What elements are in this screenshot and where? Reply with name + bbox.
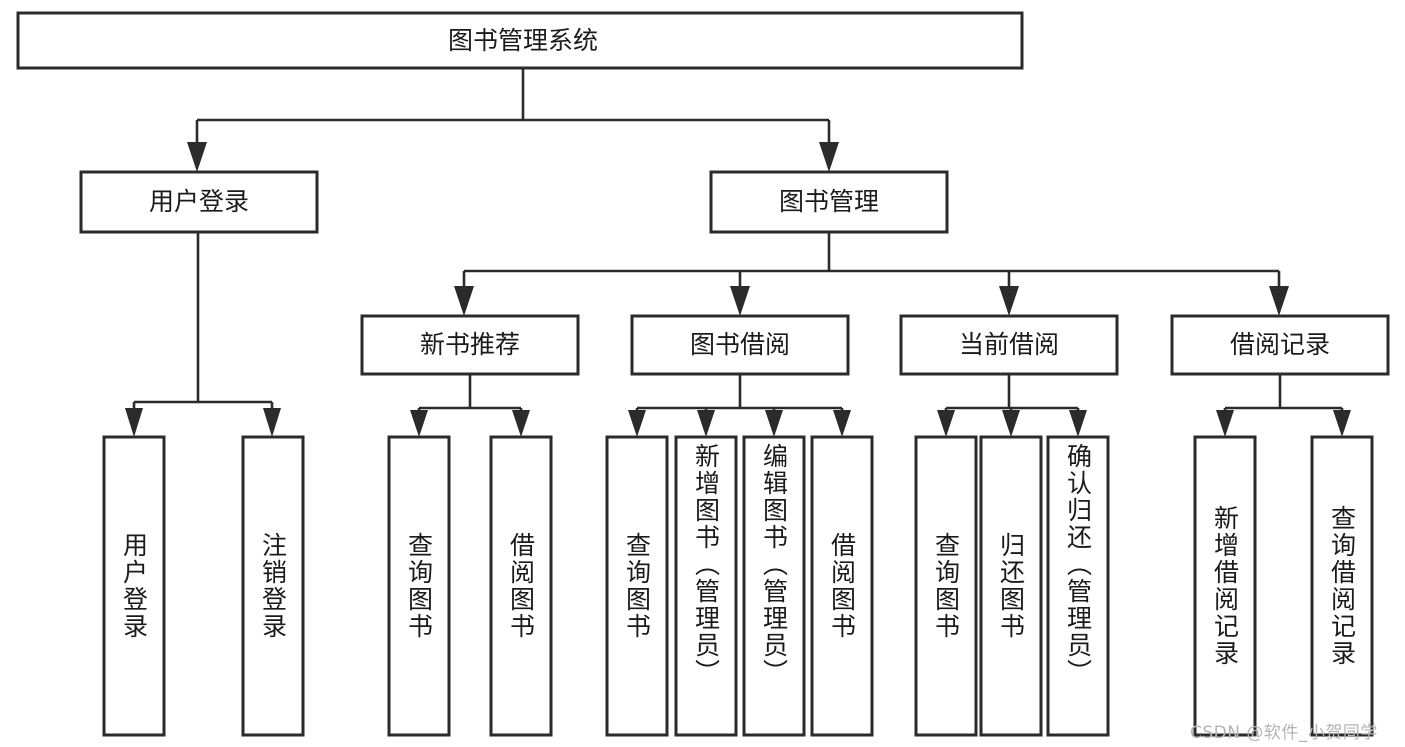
node-new-book-recommend-box[interactable] [360, 314, 580, 376]
leaf-box-user-login[interactable] [102, 435, 166, 737]
leaf-box-add-borrow-record[interactable] [1193, 435, 1257, 737]
leaf-box-confirm-return-admin[interactable] [1046, 435, 1110, 737]
node-new-book-recommend-label: 新书推荐 [420, 330, 520, 359]
node-book-borrow[interactable]: 图书借阅 [630, 314, 850, 376]
arrow-head-icon [765, 410, 783, 437]
node-book-borrow-box[interactable] [630, 314, 850, 376]
node-user-login-box[interactable] [79, 170, 319, 234]
leaf-box-borrow-book-1[interactable] [489, 435, 553, 737]
connector-userlogin-to-leaves [125, 232, 281, 437]
arrow-head-icon [1216, 410, 1234, 437]
arrow-head-icon [263, 408, 281, 437]
leaf-box-query-borrow-record[interactable] [1310, 435, 1374, 737]
node-current-borrow-label: 当前借阅 [959, 330, 1059, 359]
connector-newbook-to-leaves [410, 374, 530, 437]
leaf-box-query-book-3[interactable] [914, 435, 978, 737]
arrow-head-icon [512, 410, 530, 437]
arrow-head-icon [1002, 410, 1020, 437]
arrow-head-icon [125, 408, 143, 437]
leaf-box-borrow-book-2[interactable] [810, 435, 874, 737]
arrow-head-icon [937, 410, 955, 437]
node-root-box[interactable] [16, 11, 1024, 70]
node-current-borrow[interactable]: 当前借阅 [899, 314, 1119, 376]
arrow-head-icon [410, 410, 428, 437]
node-new-book-recommend[interactable]: 新书推荐 [360, 314, 580, 376]
node-user-login[interactable]: 用户登录 [79, 170, 319, 234]
leaf-box-add-book-admin[interactable] [674, 435, 738, 737]
leaf-box-query-book-1[interactable] [387, 435, 451, 737]
leaf-box-query-book-2[interactable] [605, 435, 669, 737]
arrow-head-icon [1269, 286, 1289, 316]
arrow-head-icon [187, 142, 207, 172]
arrow-head-icon [999, 286, 1019, 316]
node-book-management-box[interactable] [709, 170, 949, 234]
node-borrow-record-label: 借阅记录 [1230, 330, 1330, 359]
arrow-head-icon [1069, 410, 1087, 437]
connector-currentborrow-to-leaves [937, 374, 1087, 437]
arrow-head-icon [730, 286, 750, 316]
connector-bookborrow-to-leaves [628, 374, 851, 437]
arrow-head-icon [454, 286, 474, 316]
node-borrow-record[interactable]: 借阅记录 [1170, 314, 1390, 376]
node-book-management-label: 图书管理 [779, 187, 879, 216]
node-user-login-label: 用户登录 [149, 187, 249, 216]
leaf-box-logout[interactable] [241, 435, 305, 737]
node-root[interactable]: 图书管理系统 [16, 11, 1024, 70]
node-current-borrow-box[interactable] [899, 314, 1119, 376]
connector-bookmgmt-to-level3 [454, 232, 1289, 316]
node-book-borrow-label: 图书借阅 [690, 330, 790, 359]
connector-root-to-level2 [187, 68, 839, 172]
arrow-head-icon [819, 142, 839, 172]
arrow-head-icon [628, 410, 646, 437]
arrow-head-icon [833, 410, 851, 437]
node-root-label: 图书管理系统 [448, 26, 598, 55]
connector-borrowrecord-to-leaves [1216, 374, 1351, 437]
arrow-head-icon [697, 410, 715, 437]
node-borrow-record-box[interactable] [1170, 314, 1390, 376]
arrow-head-icon [1333, 410, 1351, 437]
node-book-management[interactable]: 图书管理 [709, 170, 949, 234]
leaf-box-return-book[interactable] [979, 435, 1043, 737]
leaf-box-edit-book-admin[interactable] [742, 435, 806, 737]
